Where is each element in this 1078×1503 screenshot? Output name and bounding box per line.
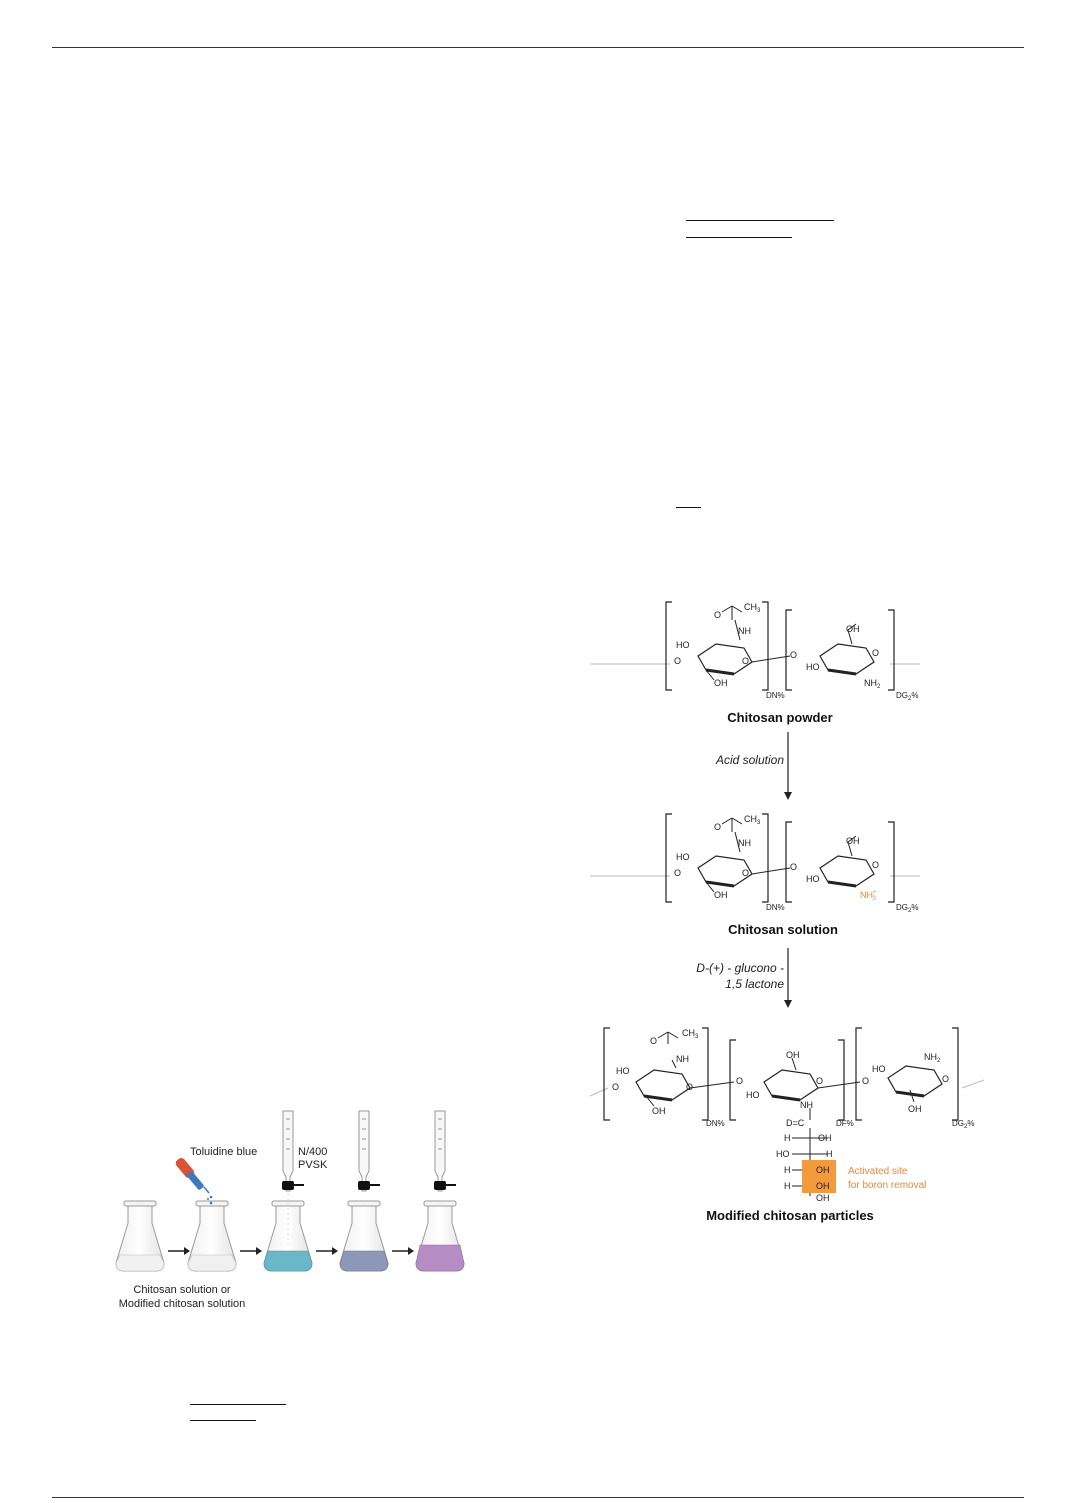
structure-chitosan-solution <box>590 813 920 903</box>
nh3-label: NH+3 <box>860 890 877 902</box>
burette-2 <box>358 1110 380 1192</box>
titrant-label-1: N/400 <box>298 1146 327 1158</box>
ho-label: HO <box>676 852 690 862</box>
burette-3 <box>434 1110 456 1192</box>
dn-label: DN% <box>766 903 785 912</box>
ch3-label: CH3 <box>744 602 761 614</box>
underline-fragment <box>686 237 792 238</box>
ho-label: HO <box>806 662 820 672</box>
terminal-oh-label: OH <box>816 1193 830 1203</box>
carbonyl-label: D=C <box>786 1118 805 1128</box>
burette-1 <box>282 1110 304 1245</box>
o-label: O <box>650 1036 657 1046</box>
o-label: O <box>742 868 749 878</box>
o-label: O <box>790 862 797 872</box>
o-label: O <box>736 1076 743 1086</box>
reaction-scheme-figure: CH3 O NH HO O OH O O OH HO O NH2 DN% DG2… <box>590 601 984 1223</box>
oh-label: OH <box>908 1104 922 1114</box>
o-label: O <box>674 656 681 666</box>
dn-label: DN% <box>706 1119 725 1128</box>
dye-label: Toluidine blue <box>190 1146 257 1158</box>
ho-label: HO <box>676 640 690 650</box>
ho-label: HO <box>806 874 820 884</box>
oh-label: OH <box>816 1165 830 1175</box>
arrow-2 <box>240 1247 262 1255</box>
o-label: O <box>862 1076 869 1086</box>
o-label: O <box>872 648 879 658</box>
nh-label: NH <box>676 1054 689 1064</box>
dg-label: DG2% <box>896 691 918 702</box>
dg-label: DG2% <box>952 1119 974 1130</box>
annotation-line-2: for boron removal <box>848 1180 926 1191</box>
underline-fragment <box>676 507 701 508</box>
arrow-4 <box>392 1247 414 1255</box>
underline-fragment <box>190 1404 286 1405</box>
underline-fragment <box>190 1420 256 1421</box>
h-label: H <box>826 1149 833 1159</box>
dg-label: DG2% <box>896 903 918 914</box>
flask-1 <box>115 1200 165 1272</box>
dn-label: DN% <box>766 691 785 700</box>
nh-label: NH <box>738 626 751 636</box>
arrow-1 <box>168 1247 190 1255</box>
stage3-title: Modified chitosan particles <box>706 1208 874 1223</box>
structure-chitosan-powder <box>590 601 920 691</box>
titrant-label-2: PVSK <box>298 1159 328 1171</box>
stage2-title: Chitosan solution <box>728 922 838 937</box>
oh-label: OH <box>652 1106 666 1116</box>
h-label: H <box>784 1133 791 1143</box>
oh-label: OH <box>714 678 728 688</box>
dropper-icon <box>175 1157 213 1205</box>
arrow-3 <box>316 1247 338 1255</box>
o-label: O <box>742 656 749 666</box>
ho-label: HO <box>616 1066 630 1076</box>
oh-label: OH <box>846 624 860 634</box>
h-label: H <box>784 1181 791 1191</box>
nh-label: NH <box>738 838 751 848</box>
structure-modified-chitosan <box>590 1027 984 1196</box>
nh-label: NH <box>800 1100 813 1110</box>
o-label: O <box>790 650 797 660</box>
df-label: DF% <box>836 1119 854 1128</box>
o-label: O <box>674 868 681 878</box>
oh-label: OH <box>816 1181 830 1191</box>
stage1-title: Chitosan powder <box>727 710 832 725</box>
oh-label: OH <box>846 836 860 846</box>
ch3-label: CH3 <box>744 814 761 826</box>
o-label: O <box>872 860 879 870</box>
ho-label: HO <box>776 1149 790 1159</box>
ch3-label: CH3 <box>682 1028 699 1040</box>
o-label: O <box>714 822 721 832</box>
o-label: O <box>612 1082 619 1092</box>
oh-label: OH <box>786 1050 800 1060</box>
underline-fragment <box>686 220 834 221</box>
footer-rule <box>52 1497 1024 1498</box>
caption-line-1: Chitosan solution or <box>133 1284 231 1296</box>
nh2-label: NH2 <box>924 1052 941 1064</box>
flask-4 <box>339 1200 389 1272</box>
oh-label: OH <box>714 890 728 900</box>
flask-2 <box>187 1200 237 1272</box>
arrow2-label-1: D-(+) - glucono - <box>696 961 784 975</box>
flask-3 <box>263 1200 313 1272</box>
arrow1-label: Acid solution <box>715 753 784 767</box>
flask-5 <box>415 1200 465 1272</box>
caption-line-2: Modified chitosan solution <box>119 1298 246 1310</box>
h-label: H <box>784 1165 791 1175</box>
reaction-arrow-1 <box>784 732 792 800</box>
oh-label: OH <box>818 1133 832 1143</box>
activated-site-highlight <box>802 1160 836 1193</box>
o-label: O <box>714 610 721 620</box>
ho-label: HO <box>746 1090 760 1100</box>
reaction-arrow-2 <box>784 948 792 1008</box>
header-rule <box>52 47 1024 48</box>
titration-figure: Toluidine blue N/400 PVSK <box>115 1110 465 1310</box>
arrow2-label-2: 1,5 lactone <box>725 977 784 991</box>
o-label: O <box>686 1082 693 1092</box>
ho-label: HO <box>872 1064 886 1074</box>
nh2-label: NH2 <box>864 678 881 690</box>
annotation-line-1: Activated site <box>848 1166 908 1177</box>
o-label: O <box>816 1076 823 1086</box>
o-label: O <box>942 1074 949 1084</box>
